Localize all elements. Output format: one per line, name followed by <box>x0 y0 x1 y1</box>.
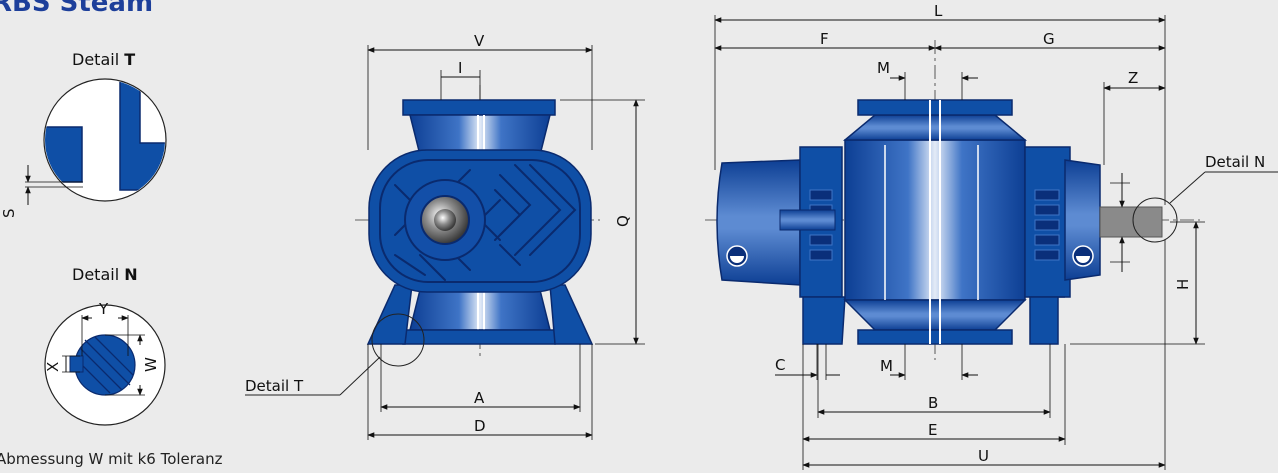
dim-label-c: C <box>775 356 785 374</box>
dim-label-b: B <box>928 394 938 412</box>
dim-label-u: U <box>978 447 989 465</box>
dim-label-s: S <box>0 208 18 218</box>
foot-right <box>549 284 594 345</box>
foot-right-side <box>1029 296 1065 345</box>
dim-label-e: E <box>928 421 937 439</box>
detail-t-part-right <box>119 80 165 191</box>
footnote: Abmessung W mit k6 Toleranz <box>0 450 223 468</box>
bottom-flange <box>402 329 556 345</box>
dim-label-g: G <box>1043 30 1055 48</box>
callout-detail-n: Detail N <box>1205 153 1265 171</box>
detail-t: Detail T S <box>0 50 167 218</box>
main-body <box>844 139 1026 301</box>
dim-label-q: Q <box>614 215 632 227</box>
page-title: RBS Steam <box>0 0 154 18</box>
dim-label-w: W <box>142 357 160 372</box>
dim-label-d: D <box>474 417 486 435</box>
foot-left-side <box>802 296 846 345</box>
callout-detail-t: Detail T <box>245 377 304 395</box>
top-flange <box>402 99 556 116</box>
shaft-section <box>74 334 136 396</box>
top-flange-side <box>857 99 1013 116</box>
side-view: Detail N L F G M Z H <box>705 2 1278 470</box>
dim-label-a: A <box>474 389 485 407</box>
dim-label-i: I <box>458 59 462 77</box>
detail-t-part-left <box>45 126 83 183</box>
dim-label-m-top: M <box>877 59 890 77</box>
key-section <box>69 355 84 373</box>
dim-label-h: H <box>1174 279 1192 290</box>
front-view: Detail T V I Q A D <box>245 32 645 440</box>
detail-t-title: Detail T <box>72 50 135 69</box>
dim-label-m-bottom: M <box>880 357 893 375</box>
dim-label-v: V <box>474 32 485 50</box>
dim-label-y: Y <box>98 300 109 318</box>
dim-label-l: L <box>934 2 943 20</box>
bottom-flange-side <box>857 329 1013 345</box>
detail-n-marker <box>1132 197 1178 243</box>
dim-label-z: Z <box>1128 69 1138 87</box>
detail-t-marker <box>371 313 425 367</box>
dim-label-x: X <box>44 362 62 372</box>
drive-shaft <box>1099 206 1163 238</box>
detail-n-title: Detail N <box>72 265 138 284</box>
foot-left <box>366 284 413 345</box>
detail-n: Detail N Y X W <box>44 265 166 426</box>
dim-label-f: F <box>820 30 829 48</box>
